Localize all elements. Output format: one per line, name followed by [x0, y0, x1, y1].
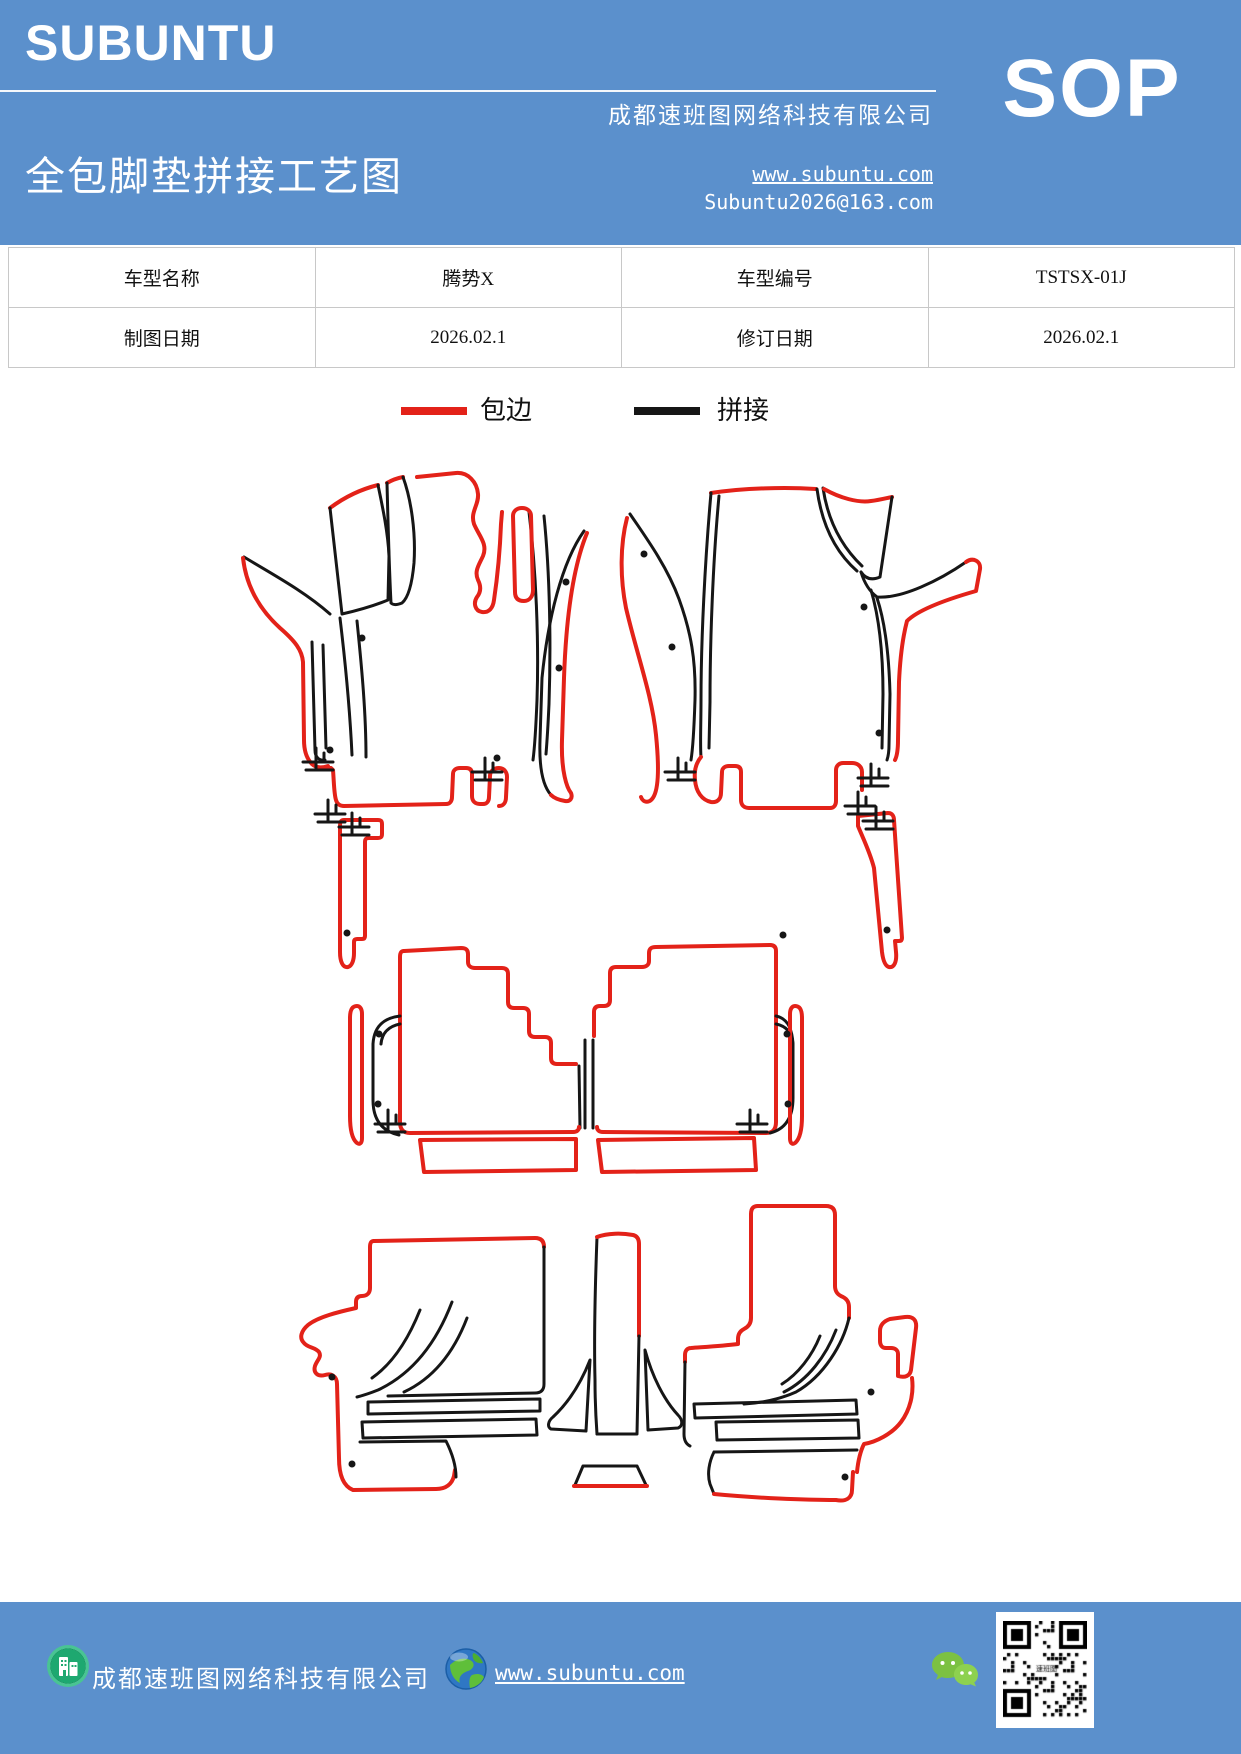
- table-row: 制图日期 2026.02.1 修订日期 2026.02.1: [8, 307, 1235, 368]
- header-divider: [0, 90, 936, 92]
- cell-revise-date-label: 修订日期: [621, 307, 929, 368]
- splice-line-swatch: [634, 407, 700, 415]
- table-row: 车型名称 腾势X 车型编号 TSTSX-01J: [8, 247, 1235, 308]
- binding-line-swatch: [401, 407, 467, 415]
- cell-draw-date-label: 制图日期: [8, 307, 316, 368]
- header-email: Subuntu2026@163.com: [704, 190, 933, 214]
- header-website-link[interactable]: www.subuntu.com: [752, 162, 933, 186]
- vehicle-info-table: 车型名称 腾势X 车型编号 TSTSX-01J 制图日期 2026.02.1 修…: [8, 247, 1235, 368]
- cell-draw-date-value: 2026.02.1: [314, 307, 622, 368]
- building-icon: [47, 1645, 89, 1687]
- sop-label: SOP: [1002, 43, 1182, 134]
- footer-company-name: 成都速班图网络科技有限公司: [92, 1667, 430, 1693]
- cell-model-name-value: 腾势X: [314, 247, 622, 308]
- floor-mat-pattern-diagram: [241, 470, 983, 1503]
- qr-code: [996, 1612, 1094, 1728]
- page-title: 全包脚垫拼接工艺图: [25, 154, 403, 199]
- globe-icon: [445, 1648, 487, 1690]
- cell-model-code-value: TSTSX-01J: [927, 247, 1235, 308]
- splice-line-label: 拼接: [717, 396, 770, 425]
- header-company-name: 成都速班图网络科技有限公司: [608, 103, 933, 128]
- wechat-icon: [932, 1652, 978, 1687]
- header-banner: SUBUNTU 全包脚垫拼接工艺图 成都速班图网络科技有限公司 www.subu…: [0, 0, 1241, 245]
- footer-website-link[interactable]: www.subuntu.com: [495, 1661, 685, 1685]
- brand-logo: SUBUNTU: [25, 15, 277, 71]
- alignment-dots: [326, 550, 891, 1481]
- binding-line-label: 包边: [480, 396, 533, 425]
- cell-model-name-label: 车型名称: [8, 247, 316, 308]
- cell-model-code-label: 车型编号: [621, 247, 929, 308]
- cell-revise-date-value: 2026.02.1: [927, 307, 1235, 368]
- legend: 包边 拼接: [0, 390, 1241, 430]
